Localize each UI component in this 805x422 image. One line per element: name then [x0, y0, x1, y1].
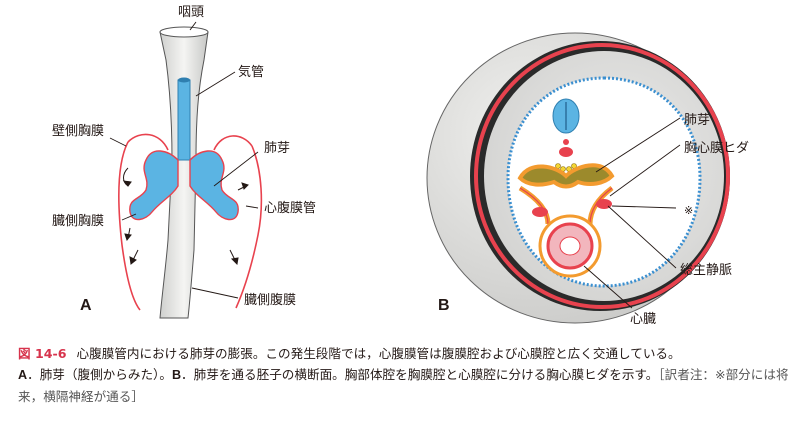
- notochord: [563, 139, 569, 145]
- label-asterisk: ※: [684, 204, 693, 217]
- pharynx-opening: [159, 26, 209, 38]
- label-heart: 心臓: [630, 312, 656, 327]
- label-pericardioperitoneal-canal: 心腹膜管: [264, 200, 316, 216]
- embryo-lung-bud-figure: 咽頭 気管 壁側胸膜 肺芽 心腹膜管 臓側胸膜 臓側腹膜 A: [52, 5, 749, 327]
- foregut-tube: [159, 28, 209, 319]
- caption-line-1: 図 14-6 心腹膜管内における肺芽の膨張。この発生段階では，心腹膜管は腹膜腔およ…: [18, 343, 793, 364]
- label-visceral-peritoneum: 臓側腹膜: [244, 292, 296, 308]
- panel-b-leaders: [583, 117, 681, 309]
- label-pleuropericardial-fold: 胸心膜ヒダ: [684, 141, 749, 156]
- caption-a-letter: A: [18, 368, 28, 382]
- caption-a-text: 肺芽（腹側からみた）。: [39, 367, 172, 382]
- lung-bud-section: [517, 163, 615, 189]
- panel-b: 肺芽 胸心膜ヒダ ※ 総主静脈 心臓 B: [426, 32, 749, 327]
- caption-main-text: 心腹膜管内における肺芽の膨張。この発生段階では，心腹膜管は腹膜腔および心膜腔と広…: [76, 346, 681, 361]
- label-trachea: 気管: [238, 64, 264, 80]
- label-lung-bud-a: 肺芽: [264, 141, 290, 156]
- label-common-cardinal-vein: 総主静脈: [680, 263, 732, 278]
- trachea: [177, 79, 191, 161]
- label-pharynx: 咽頭: [178, 5, 204, 20]
- pericardioperitoneal-canal-outline: [118, 141, 263, 311]
- right-lung-bud: [189, 150, 239, 221]
- panel-a: 咽頭 気管 壁側胸膜 肺芽 心腹膜管 臓側胸膜 臓側腹膜 A: [52, 5, 316, 319]
- expansion-arrows: [122, 167, 249, 266]
- caption-b-letter: B: [171, 368, 182, 382]
- label-lung-bud-b: 肺芽: [684, 113, 710, 128]
- aorta: [559, 147, 573, 157]
- caption-b-text: 肺芽を通る胚子の横断面。胸部体腔を胸膜腔と心膜腔に分ける胸心膜ヒダを示す。: [193, 367, 659, 382]
- common-cardinal-vein-left: [532, 207, 548, 217]
- panel-letter-a: A: [80, 297, 92, 314]
- caption-line-2: A．肺芽（腹側からみた）。B．肺芽を通る胚子の横断面。胸部体腔を胸膜腔と心膜腔に…: [18, 367, 789, 404]
- panel-a-leaders: [109, 21, 259, 299]
- figure-caption: 図 14-6 心腹膜管内における肺芽の膨張。この発生段階では，心腹膜管は腹膜腔およ…: [18, 343, 793, 407]
- translator-note: ［訳者注：※部分には将来，横隔神経が通る］: [18, 367, 789, 404]
- panel-letter-b: B: [438, 297, 450, 314]
- label-parietal-pleura: 壁側胸膜: [52, 124, 104, 139]
- parietal-pleura-line: [127, 133, 253, 151]
- body-wall-red-rim: [474, 43, 730, 309]
- label-visceral-pleura: 臓側胸膜: [52, 214, 104, 229]
- figure-number: 図 14-6: [18, 346, 67, 361]
- left-lung-bud: [129, 150, 179, 221]
